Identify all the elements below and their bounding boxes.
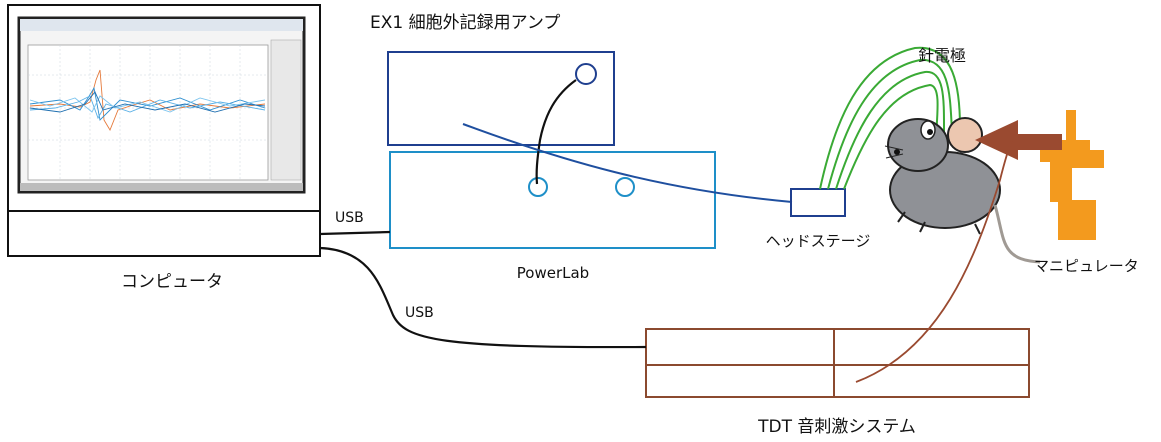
amp-to-powerlab-cable [535,79,577,185]
powerlab-port-1 [528,177,548,197]
tdt-label: TDT 音刺激システム [757,417,916,437]
powerlab-port-2 [615,177,635,197]
speaker-arrow [975,120,1062,160]
tdt-speaker-cable [855,139,1013,383]
headstage-label: ヘッドステージ [766,232,871,250]
powerlab-box [389,151,716,249]
usb-cable-tdt [319,246,647,349]
manipulator-label: マニピュレータ [1034,257,1139,275]
amplifier-box [387,51,615,146]
amplifier-label: EX1 細胞外記録用アンプ [370,13,560,33]
manipulator-icon [1040,110,1104,240]
tdt-box [645,328,1030,398]
powerlab-label: PowerLab [517,264,589,282]
usb-label-top: USB [335,210,364,226]
needle-electrode-label: 針電極 [918,46,966,65]
usb-cable-powerlab [319,230,391,236]
amplifier-input-port [575,63,597,85]
headstage-cable [462,123,793,203]
headstage-box [790,188,846,217]
mouse-icon [884,117,1041,264]
electrode-wires [819,46,961,190]
usb-label-bottom: USB [405,305,434,321]
computer [7,4,321,257]
waveform-screen-icon [17,16,306,194]
computer-label: コンピュータ [121,272,223,292]
